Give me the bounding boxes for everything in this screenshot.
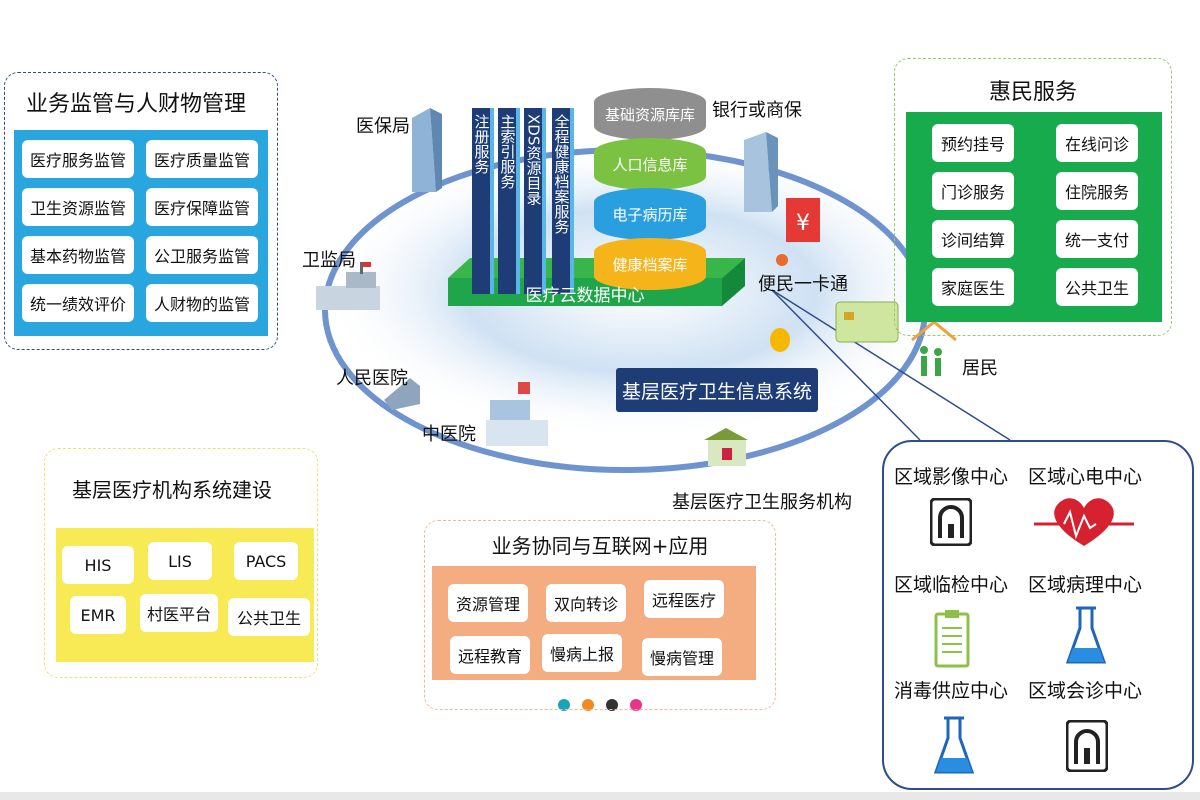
cloud-data-center-label: 医疗云数据中心 <box>525 285 645 306</box>
item-medical-security[interactable]: 医疗保障监管 <box>146 188 258 226</box>
label-regional-ecg: 区域心电中心 <box>1027 466 1142 488</box>
item-outpatient[interactable]: 门诊服务 <box>932 172 1014 210</box>
supervision-grid: 医疗服务监管 医疗质量监管 卫生资源监管 医疗保障监管 基本药物监管 公卫服务监… <box>14 130 268 336</box>
receipt-icon: ¥ <box>786 198 820 242</box>
label-regional-imaging: 区域影像中心 <box>893 466 1008 488</box>
service-bar-health-record: 全程健康档案服务 <box>552 108 574 294</box>
item-assets[interactable]: 人财物的监管 <box>146 284 258 322</box>
collaboration-grid: 资源管理 双向转诊 远程医疗 远程教育 慢病上报 慢病管理 <box>432 566 756 680</box>
db-population: 人口信息库 <box>594 138 706 190</box>
label-residents: 居民 <box>962 358 998 379</box>
consultation-scanner-icon <box>1066 720 1108 772</box>
item-public-health-system[interactable]: 公共卫生 <box>228 598 310 636</box>
item-essential-drugs[interactable]: 基本药物监管 <box>22 236 134 274</box>
item-public-health-service[interactable]: 公卫服务监管 <box>146 236 258 274</box>
item-medical-service[interactable]: 医疗服务监管 <box>22 140 134 178</box>
service-bar-registration: 注册服务 <box>472 108 494 294</box>
item-remote-education[interactable]: 远程教育 <box>450 636 530 674</box>
label-sterilization: 消毒供应中心 <box>893 680 1008 702</box>
coin-icon <box>770 328 790 352</box>
dot-orange <box>582 699 594 711</box>
label-tcm-hospital: 中医院 <box>422 424 476 445</box>
label-peoples-hospital: 人民医院 <box>336 368 408 389</box>
db-basic-resources: 基础资源库库 <box>594 88 706 140</box>
item-telemedicine[interactable]: 远程医疗 <box>644 580 724 618</box>
residents-house-icon <box>911 320 957 376</box>
item-public-health[interactable]: 公共卫生 <box>1056 268 1138 306</box>
benefit-panel <box>894 58 1172 336</box>
insurance-building-icon <box>412 108 442 192</box>
flask-icon-pathology <box>1065 606 1107 664</box>
item-lis[interactable]: LIS <box>148 542 212 580</box>
item-resource-management[interactable]: 资源管理 <box>448 584 528 622</box>
bank-card-icon <box>835 301 899 343</box>
label-regional-lab: 区域临检中心 <box>893 574 1008 596</box>
benefit-grid: 预约挂号 在线问诊 门诊服务 住院服务 诊间结算 统一支付 家庭医生 公共卫生 <box>906 112 1162 322</box>
item-performance[interactable]: 统一绩效评价 <box>22 284 134 322</box>
label-bank: 银行或商保 <box>712 100 802 121</box>
label-citizen-card: 便民一卡通 <box>758 274 848 295</box>
regional-centers-panel <box>882 440 1194 790</box>
service-bar-master-index: 主索引服务 <box>498 108 520 294</box>
label-regional-pathology: 区域病理中心 <box>1027 574 1142 596</box>
item-appointment[interactable]: 预约挂号 <box>932 124 1014 162</box>
supervision-panel <box>4 72 278 350</box>
benefit-title: 惠民服务 <box>988 80 1077 105</box>
svg-text:¥: ¥ <box>796 211 810 236</box>
peoples-hospital-icon <box>384 378 420 410</box>
item-health-resources[interactable]: 卫生资源监管 <box>22 188 134 226</box>
item-chronic-management[interactable]: 慢病管理 <box>642 638 722 676</box>
imaging-scanner-icon <box>930 498 972 546</box>
label-primary-institution: 基层医疗卫生服务机构 <box>672 492 852 513</box>
tcm-hospital-icon <box>486 382 548 446</box>
clipboard-icon <box>934 610 970 668</box>
collaboration-panel <box>424 520 776 710</box>
platform-side <box>722 258 745 306</box>
item-settlement[interactable]: 诊间结算 <box>932 220 1014 258</box>
item-inpatient[interactable]: 住院服务 <box>1056 172 1138 210</box>
item-chronic-report[interactable]: 慢病上报 <box>542 634 622 672</box>
bottom-border <box>0 792 1200 800</box>
primary-system-grid: HIS LIS PACS EMR 村医平台 公共卫生 <box>56 528 314 662</box>
primary-system-title: 基层医疗机构系统建设 <box>72 478 272 502</box>
primary-system-banner: 基层医疗卫生信息系统 <box>616 368 818 412</box>
db-health-record: 健康档案库 <box>594 238 706 290</box>
db-emr: 电子病历库 <box>594 188 706 240</box>
supervision-building-icon <box>316 262 380 310</box>
label-regional-consultation: 区域会诊中心 <box>1027 680 1142 702</box>
item-village-doctor[interactable]: 村医平台 <box>140 594 218 632</box>
collaboration-title: 业务协同与互联网+应用 <box>491 534 709 558</box>
item-his[interactable]: HIS <box>62 546 134 584</box>
item-unified-payment[interactable]: 统一支付 <box>1056 220 1138 258</box>
dot-teal <box>558 699 570 711</box>
heart-ecg-icon <box>1034 498 1134 546</box>
item-pacs[interactable]: PACS <box>234 542 298 580</box>
link-line-1 <box>771 289 921 441</box>
item-online-consult[interactable]: 在线问诊 <box>1056 124 1138 162</box>
primary-clinic-icon <box>704 428 748 466</box>
flask-icon-sterilization <box>933 716 975 774</box>
label-insurance-bureau: 医保局 <box>356 116 410 137</box>
dot-dark <box>606 699 618 711</box>
item-family-doctor[interactable]: 家庭医生 <box>932 268 1014 306</box>
item-medical-quality[interactable]: 医疗质量监管 <box>146 140 258 178</box>
bank-building-icon <box>744 132 778 212</box>
item-emr[interactable]: EMR <box>70 596 126 634</box>
supervision-title: 业务监管与人财物管理 <box>26 92 247 117</box>
gear-icon <box>776 254 788 266</box>
service-bar-xds-catalog: XDS资源目录 <box>524 108 546 294</box>
primary-system-panel <box>44 448 318 678</box>
label-health-supervision: 卫监局 <box>302 250 356 271</box>
item-referral[interactable]: 双向转诊 <box>546 584 626 622</box>
dot-pink <box>630 699 642 711</box>
link-line-2 <box>771 289 1011 441</box>
